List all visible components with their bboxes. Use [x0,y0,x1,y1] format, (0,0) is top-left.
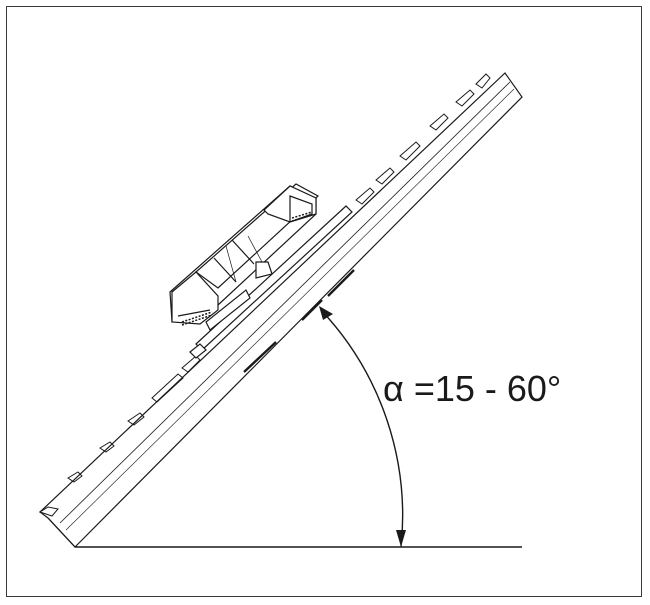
roof-tiles [38,73,491,517]
arrowhead-top-icon [319,306,333,320]
roof-slab [39,72,523,548]
angle-label: α =15 - 60° [383,368,562,409]
sheet-highlights [243,269,355,373]
ventilation-unit [169,183,320,331]
angle-arc [320,309,404,548]
arrowhead-bottom-icon [396,530,406,547]
vent-grilles [181,211,313,326]
base-flashing [189,205,353,359]
